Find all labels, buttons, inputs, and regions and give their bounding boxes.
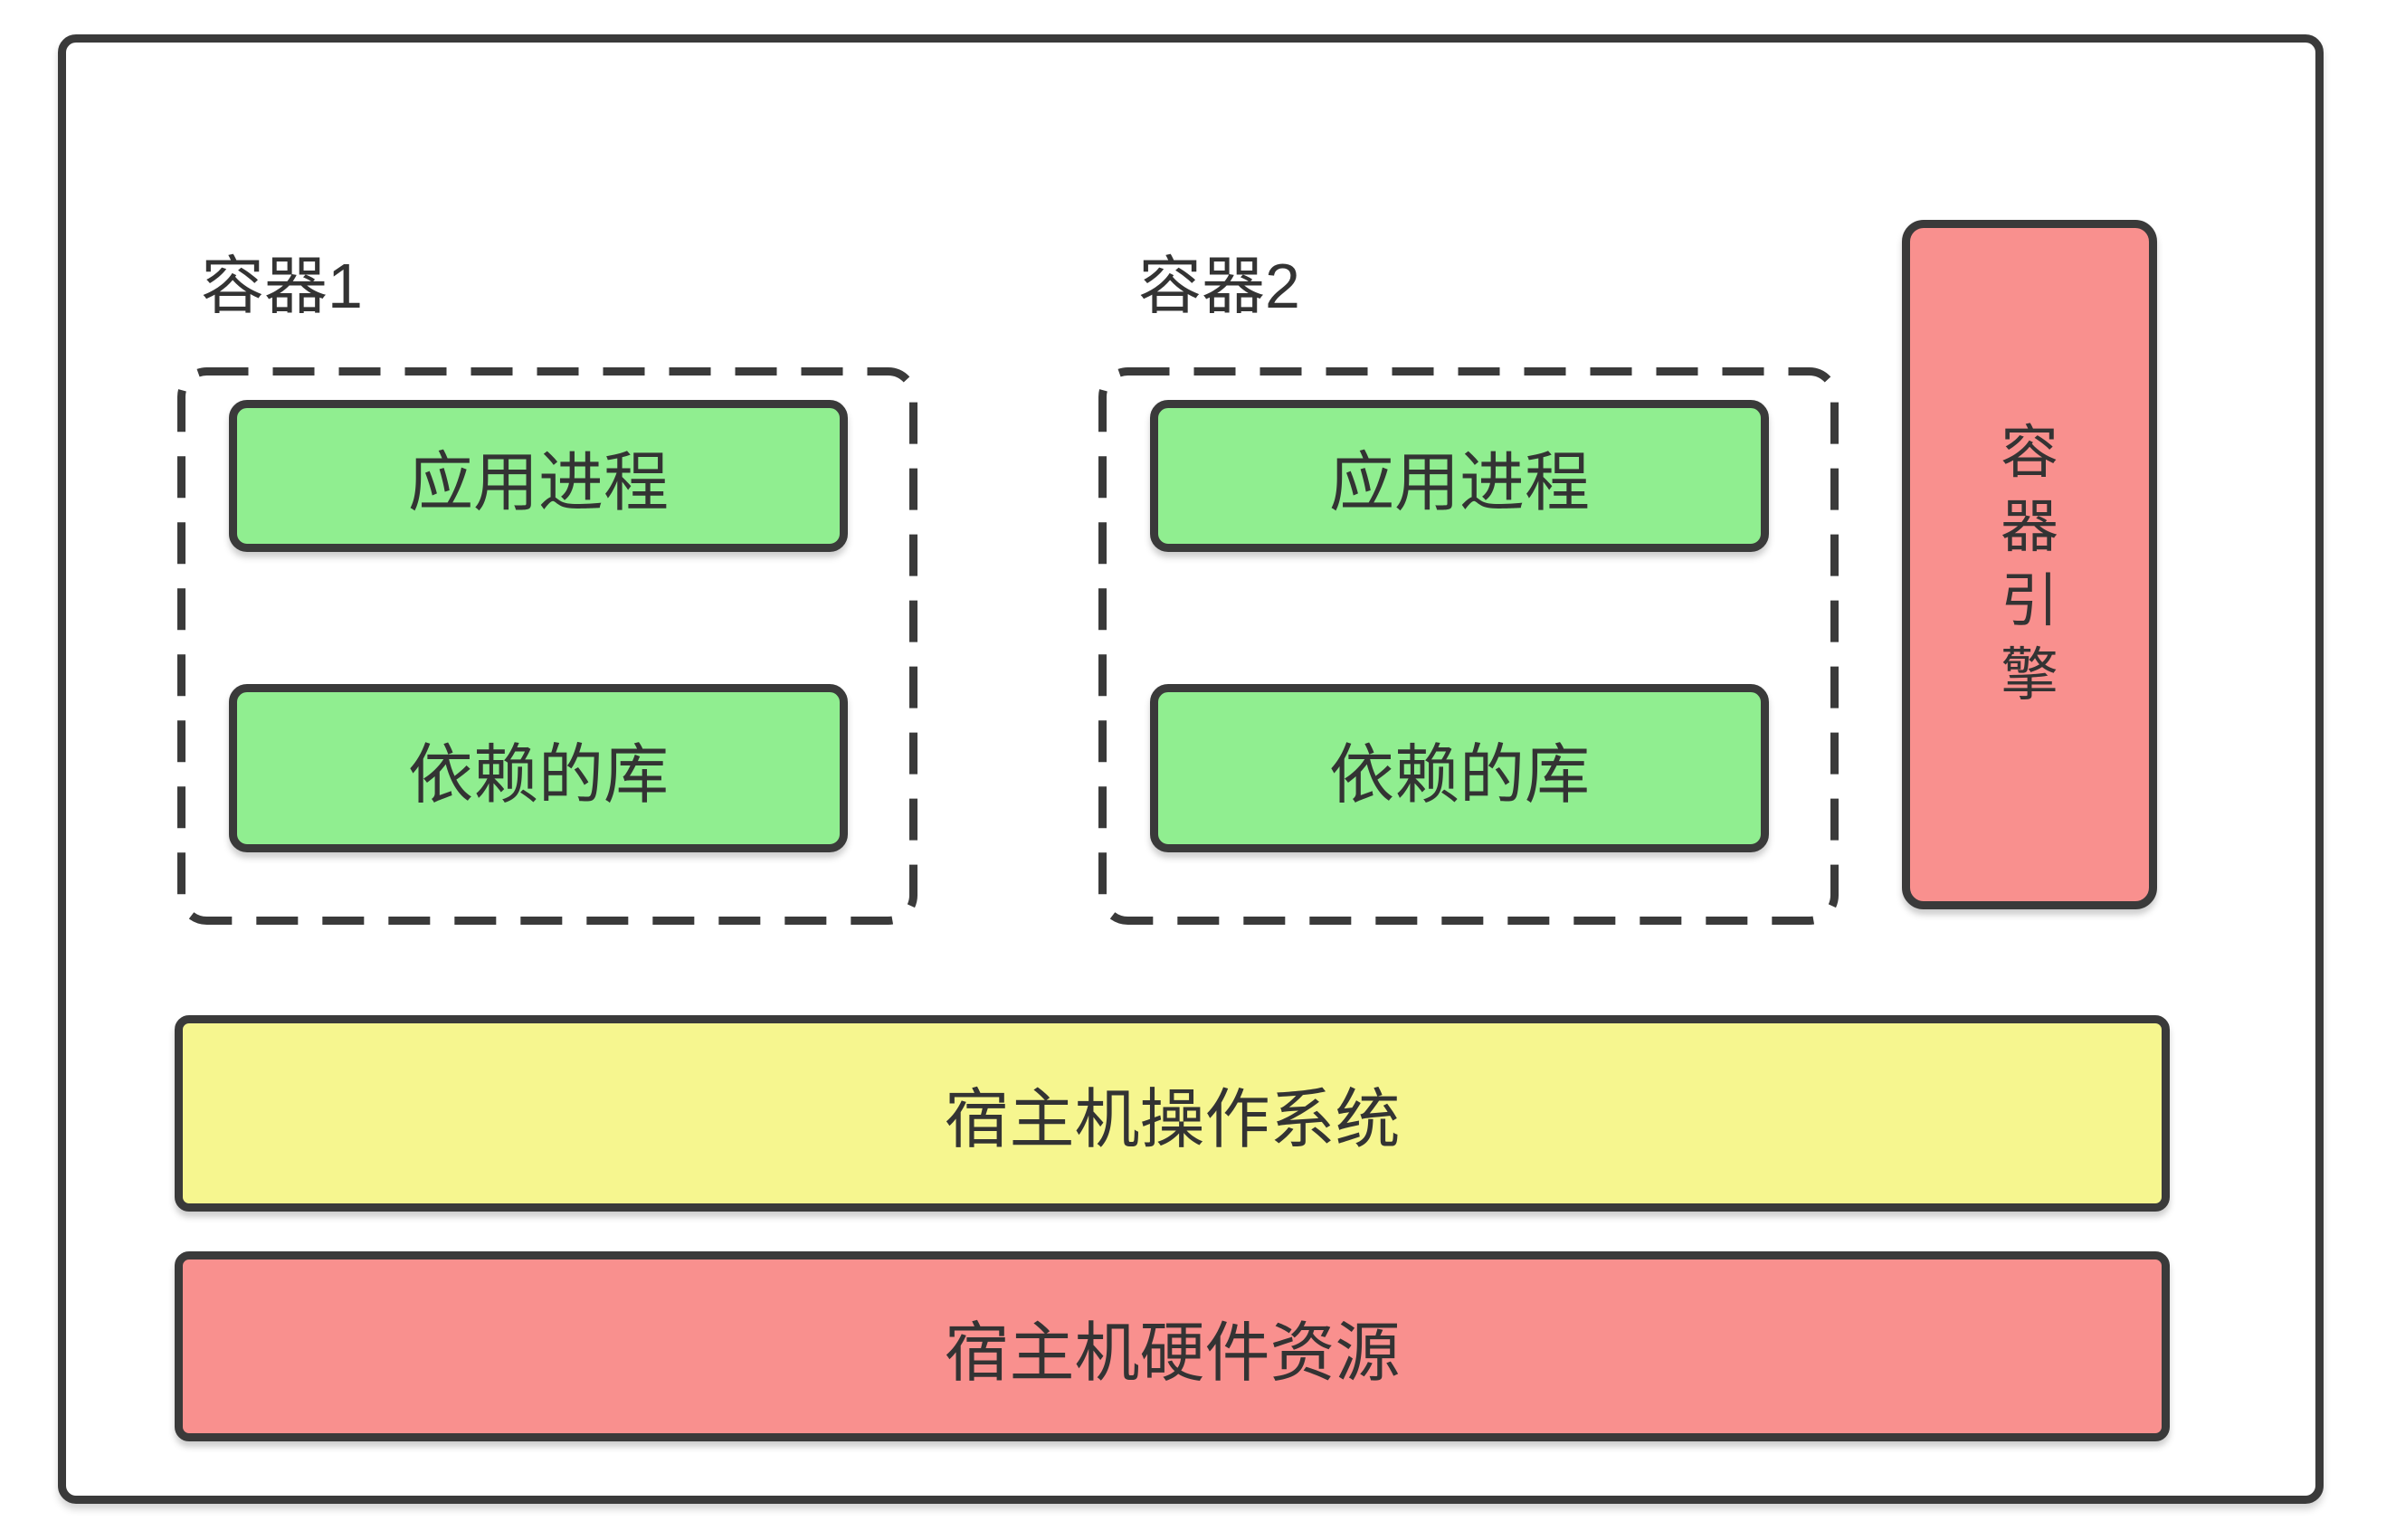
container-1-dashed-box: 应用进程 依赖的库 — [177, 367, 917, 925]
container-2-label: 容器2 — [1138, 251, 1300, 321]
container-2-dashed-box: 应用进程 依赖的库 — [1098, 367, 1839, 925]
dashed-border — [177, 367, 917, 925]
container-1-app-process-box: 应用进程 — [229, 400, 848, 552]
container-1-dependent-libs-box: 依赖的库 — [229, 684, 848, 852]
container-1-label: 容器1 — [201, 251, 363, 321]
container-2-app-process-box: 应用进程 — [1150, 400, 1769, 552]
container-2-dependent-libs-box: 依赖的库 — [1150, 684, 1769, 852]
host-hardware-bar: 宿主机硬件资源 — [175, 1251, 2170, 1441]
host-os-bar: 宿主机操作系统 — [175, 1015, 2170, 1212]
container-engine-box: 容器引擎 — [1902, 220, 2157, 909]
dashed-border — [1098, 367, 1839, 925]
container-engine-label: 容器引擎 — [2001, 420, 2058, 708]
